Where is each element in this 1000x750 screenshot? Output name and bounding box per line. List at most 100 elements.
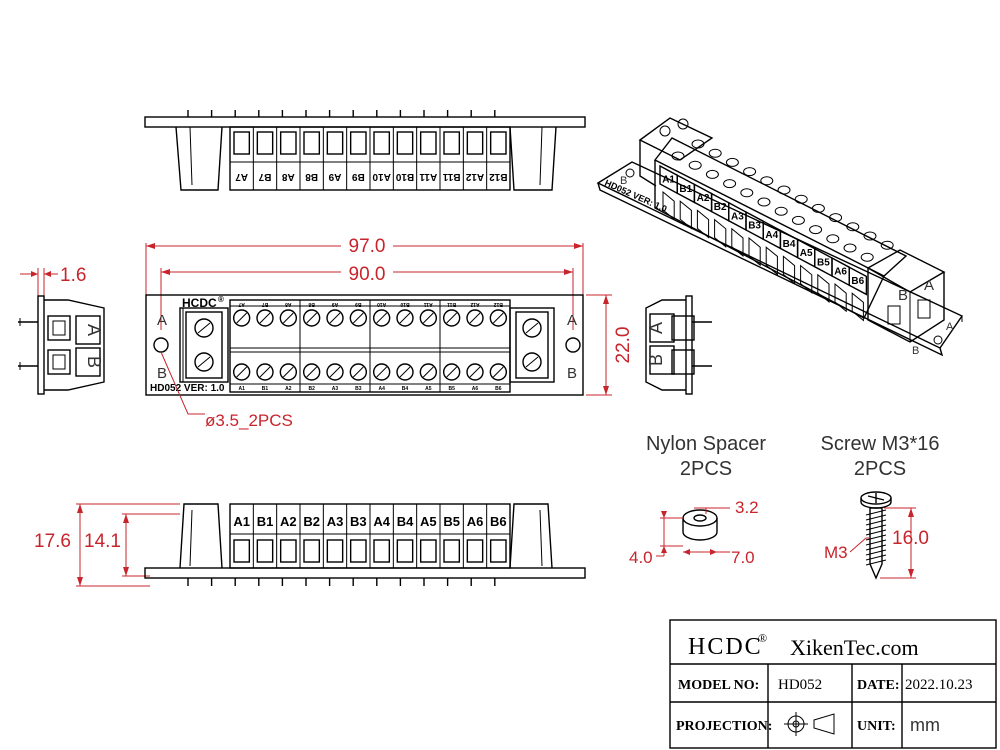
terminal-screw-icon [743, 167, 757, 177]
tb-unit-label: UNIT: [857, 719, 896, 734]
front-pin-label-top: B8 [308, 301, 315, 307]
bottom-pin-label: A1 [233, 514, 250, 529]
terminal-screw-icon [349, 363, 368, 381]
front-pin-label-top: A9 [332, 301, 339, 307]
bottom-wire-slot [256, 539, 274, 563]
terminal-screw-icon [811, 203, 825, 213]
terminal-screw-icon [279, 363, 298, 381]
top-pin-label: A10 [372, 171, 391, 182]
iso-wire-slot [714, 218, 727, 248]
bottom-wire-slot [443, 539, 461, 563]
tb-unit-value: mm [910, 715, 940, 735]
top-pin-label: B7 [258, 171, 271, 182]
terminal-screw-icon [489, 309, 508, 327]
iso-side-a-right: A [946, 321, 954, 333]
bottom-pin-label: B2 [303, 514, 320, 529]
tb-date-value: 2022.10.23 [905, 677, 973, 693]
bottom-wire-slot [419, 539, 437, 563]
iso-side-b-right: B [912, 345, 919, 357]
side-label-b: B [84, 356, 104, 368]
iso-wire-slot [851, 292, 864, 322]
terminal-screw-icon [349, 309, 368, 327]
terminal-screw-icon [777, 185, 791, 195]
terminal-screw-icon [256, 363, 274, 381]
iso-wire-slot [800, 264, 813, 294]
terminal-screw-icon [843, 243, 857, 253]
spacer-inner-dim: 3.2 [735, 498, 759, 517]
bottom-pin-label: B1 [257, 514, 274, 529]
iso-wire-slot [731, 227, 744, 258]
terminal-screw-icon [279, 309, 298, 327]
iso-side-b-left: B [620, 175, 627, 187]
terminal-screw-icon [372, 363, 391, 381]
top-wire-slot [466, 131, 484, 155]
front-pin-label-top: B11 [447, 301, 456, 307]
hole-callout: ø3.5_2PCS [205, 411, 293, 430]
terminal-screw-icon [396, 363, 414, 381]
terminal-screw-icon [809, 225, 823, 235]
front-pin-label-top: B10 [400, 301, 409, 307]
top-pin-label: A9 [328, 171, 341, 182]
dim-height: 22.0 [613, 327, 634, 364]
terminal-screw-icon [326, 309, 344, 327]
front-brand-mark: ® [218, 295, 224, 304]
side-label-a: A [84, 324, 104, 336]
terminal-screw-icon [326, 363, 344, 381]
bottom-wire-slot [233, 539, 251, 563]
bottom-pin-label: A2 [280, 514, 297, 529]
top-wire-slot [256, 131, 274, 155]
iso-pin-label: B6 [851, 276, 864, 287]
bottom-wire-slot [279, 539, 297, 563]
iso-wire-slot [765, 246, 778, 276]
top-pin-label: B11 [442, 171, 460, 182]
terminal-screw-icon [302, 363, 321, 381]
iso-pin-label: A3 [731, 211, 744, 222]
top-wire-slot [443, 131, 461, 155]
front-pin-label-top: A8 [285, 301, 292, 307]
front-pin-label-top: B7 [262, 301, 269, 307]
iso-pin-label: B2 [714, 202, 727, 213]
dim-total-height: 17.6 [34, 531, 71, 552]
bottom-pin-label: A6 [467, 514, 484, 529]
front-pin-label-bottom: B4 [402, 386, 409, 392]
iso-wire-slot [748, 236, 761, 267]
dim-board-thickness: 1.6 [60, 265, 86, 286]
tb-brand-mark: ® [758, 631, 767, 645]
terminal-screw-icon [442, 363, 461, 381]
iso-end-label-a: A [924, 277, 934, 294]
top-wire-slot [326, 131, 344, 155]
terminal-screw-icon [489, 363, 508, 381]
terminal-screw-icon [774, 206, 788, 216]
top-wire-slot [303, 131, 321, 155]
terminal-screw-icon [740, 188, 754, 198]
top-pin-label: A12 [465, 171, 484, 182]
spacer-qty: 2PCS [680, 458, 732, 480]
screw-length-dim: 16.0 [892, 528, 929, 549]
iso-pin-label: B3 [748, 221, 761, 232]
top-wire-slot [489, 131, 507, 155]
front-pin-label-top: A11 [424, 301, 433, 307]
terminal-screw-icon [760, 176, 774, 186]
bottom-wire-slot [489, 539, 507, 563]
terminal-screw-icon [725, 157, 739, 167]
iso-pin-label: B1 [679, 184, 692, 195]
front-pin-label-top: A12 [470, 301, 479, 307]
top-pin-label: B9 [352, 171, 365, 182]
screw-qty: 2PCS [854, 458, 906, 480]
terminal-screw-icon [829, 213, 843, 223]
bottom-wire-slot [349, 539, 367, 563]
side-view: 1.6 A B A B [18, 265, 712, 395]
iso-wire-slot [834, 282, 847, 313]
terminal-screw-icon [232, 309, 251, 327]
spacer-height-dim: 4.0 [629, 548, 653, 567]
bottom-pin-label: A3 [327, 514, 344, 529]
terminal-screw-icon [522, 318, 542, 338]
tb-projection-label: PROJECTION: [676, 719, 772, 734]
front-pin-label-bottom: B1 [262, 386, 269, 392]
side-right-label-a: A [646, 322, 666, 334]
front-model-label: HD052 VER: 1.0 [150, 383, 225, 394]
front-view: 97.0 90.0 22.0 HCDC ® HD052 VER: 1.0 A B… [145, 234, 634, 430]
dim-terminal-height: 14.1 [84, 531, 121, 552]
front-pin-label-bottom: B6 [495, 386, 502, 392]
